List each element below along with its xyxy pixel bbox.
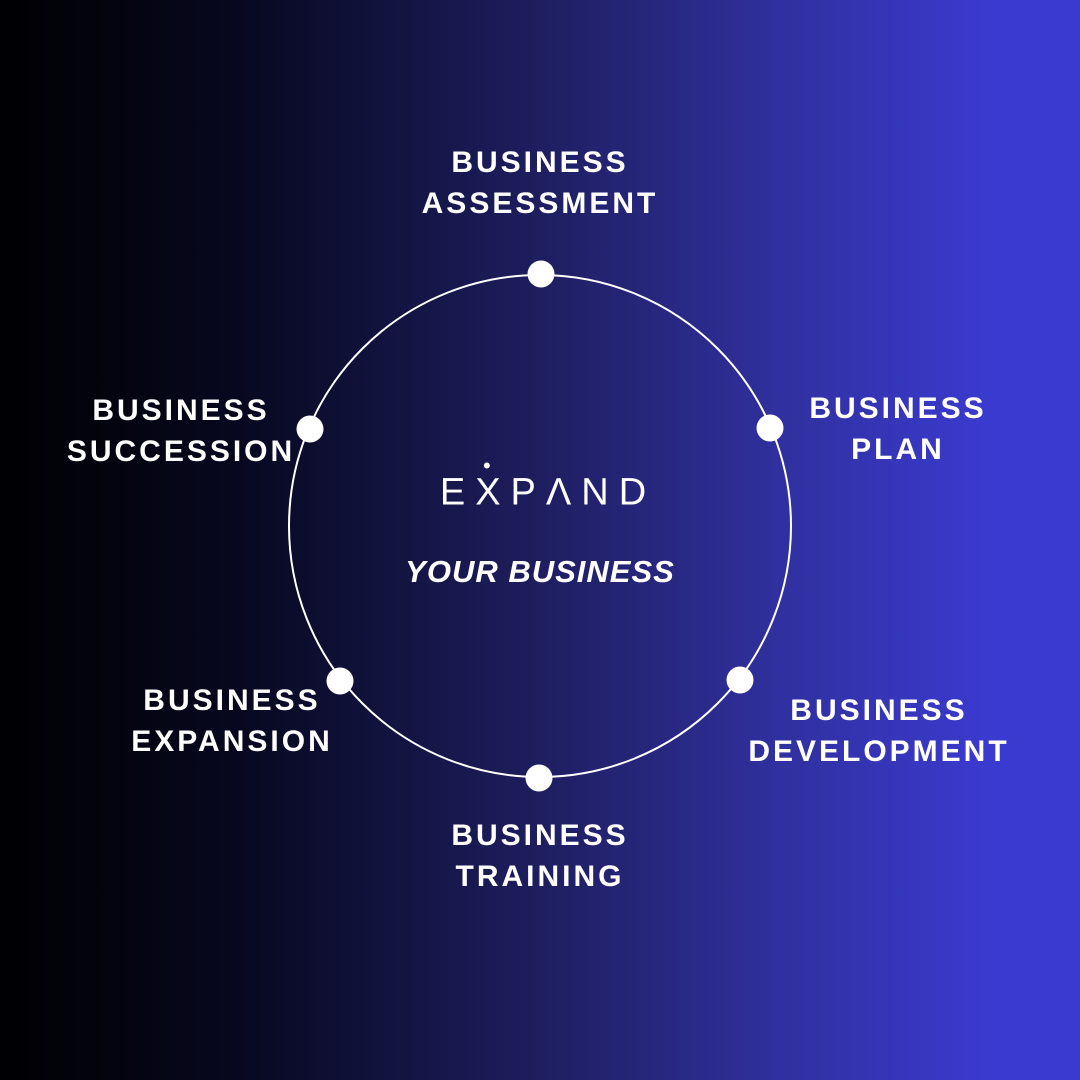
label-line: PLAN — [851, 433, 945, 466]
logo-letter-x: X — [475, 462, 511, 515]
node-dot-business-assessment — [527, 260, 555, 288]
label-business-training: BUSINESS TRAINING — [451, 815, 628, 897]
label-line: SUCCESSION — [66, 435, 296, 468]
diagram-ring — [288, 274, 792, 778]
label-business-expansion: BUSINESS EXPANSION — [131, 680, 332, 762]
node-dot-business-succession — [296, 415, 324, 443]
node-dot-business-development — [726, 666, 754, 694]
node-dot-business-plan — [756, 414, 784, 442]
logo-letter-e: E — [439, 471, 476, 514]
label-line: DEVELOPMENT — [748, 735, 1010, 768]
label-business-plan: BUSINESS PLAN — [809, 388, 986, 470]
label-line: EXPANSION — [131, 725, 333, 758]
label-line: BUSINESS — [92, 394, 270, 427]
label-line: BUSINESS — [451, 146, 629, 179]
node-dot-business-training — [525, 764, 553, 792]
logo-x-dot-icon — [484, 462, 491, 469]
label-business-development: BUSINESS DEVELOPMENT — [748, 690, 1009, 772]
tagline: YOUR BUSINESS — [405, 554, 675, 589]
node-dot-business-expansion — [326, 667, 354, 695]
label-business-succession: BUSINESS SUCCESSION — [67, 390, 295, 472]
label-line: TRAINING — [455, 860, 625, 893]
label-line: BUSINESS — [809, 392, 987, 425]
label-line: BUSINESS — [451, 819, 629, 852]
logo-x-text: X — [475, 471, 511, 514]
label-line: ASSESSMENT — [421, 187, 659, 220]
label-line: BUSINESS — [790, 694, 968, 727]
label-line: BUSINESS — [143, 684, 321, 717]
logo-letters-pand: PΛND — [510, 471, 657, 514]
label-business-assessment: BUSINESS ASSESSMENT — [422, 142, 659, 224]
